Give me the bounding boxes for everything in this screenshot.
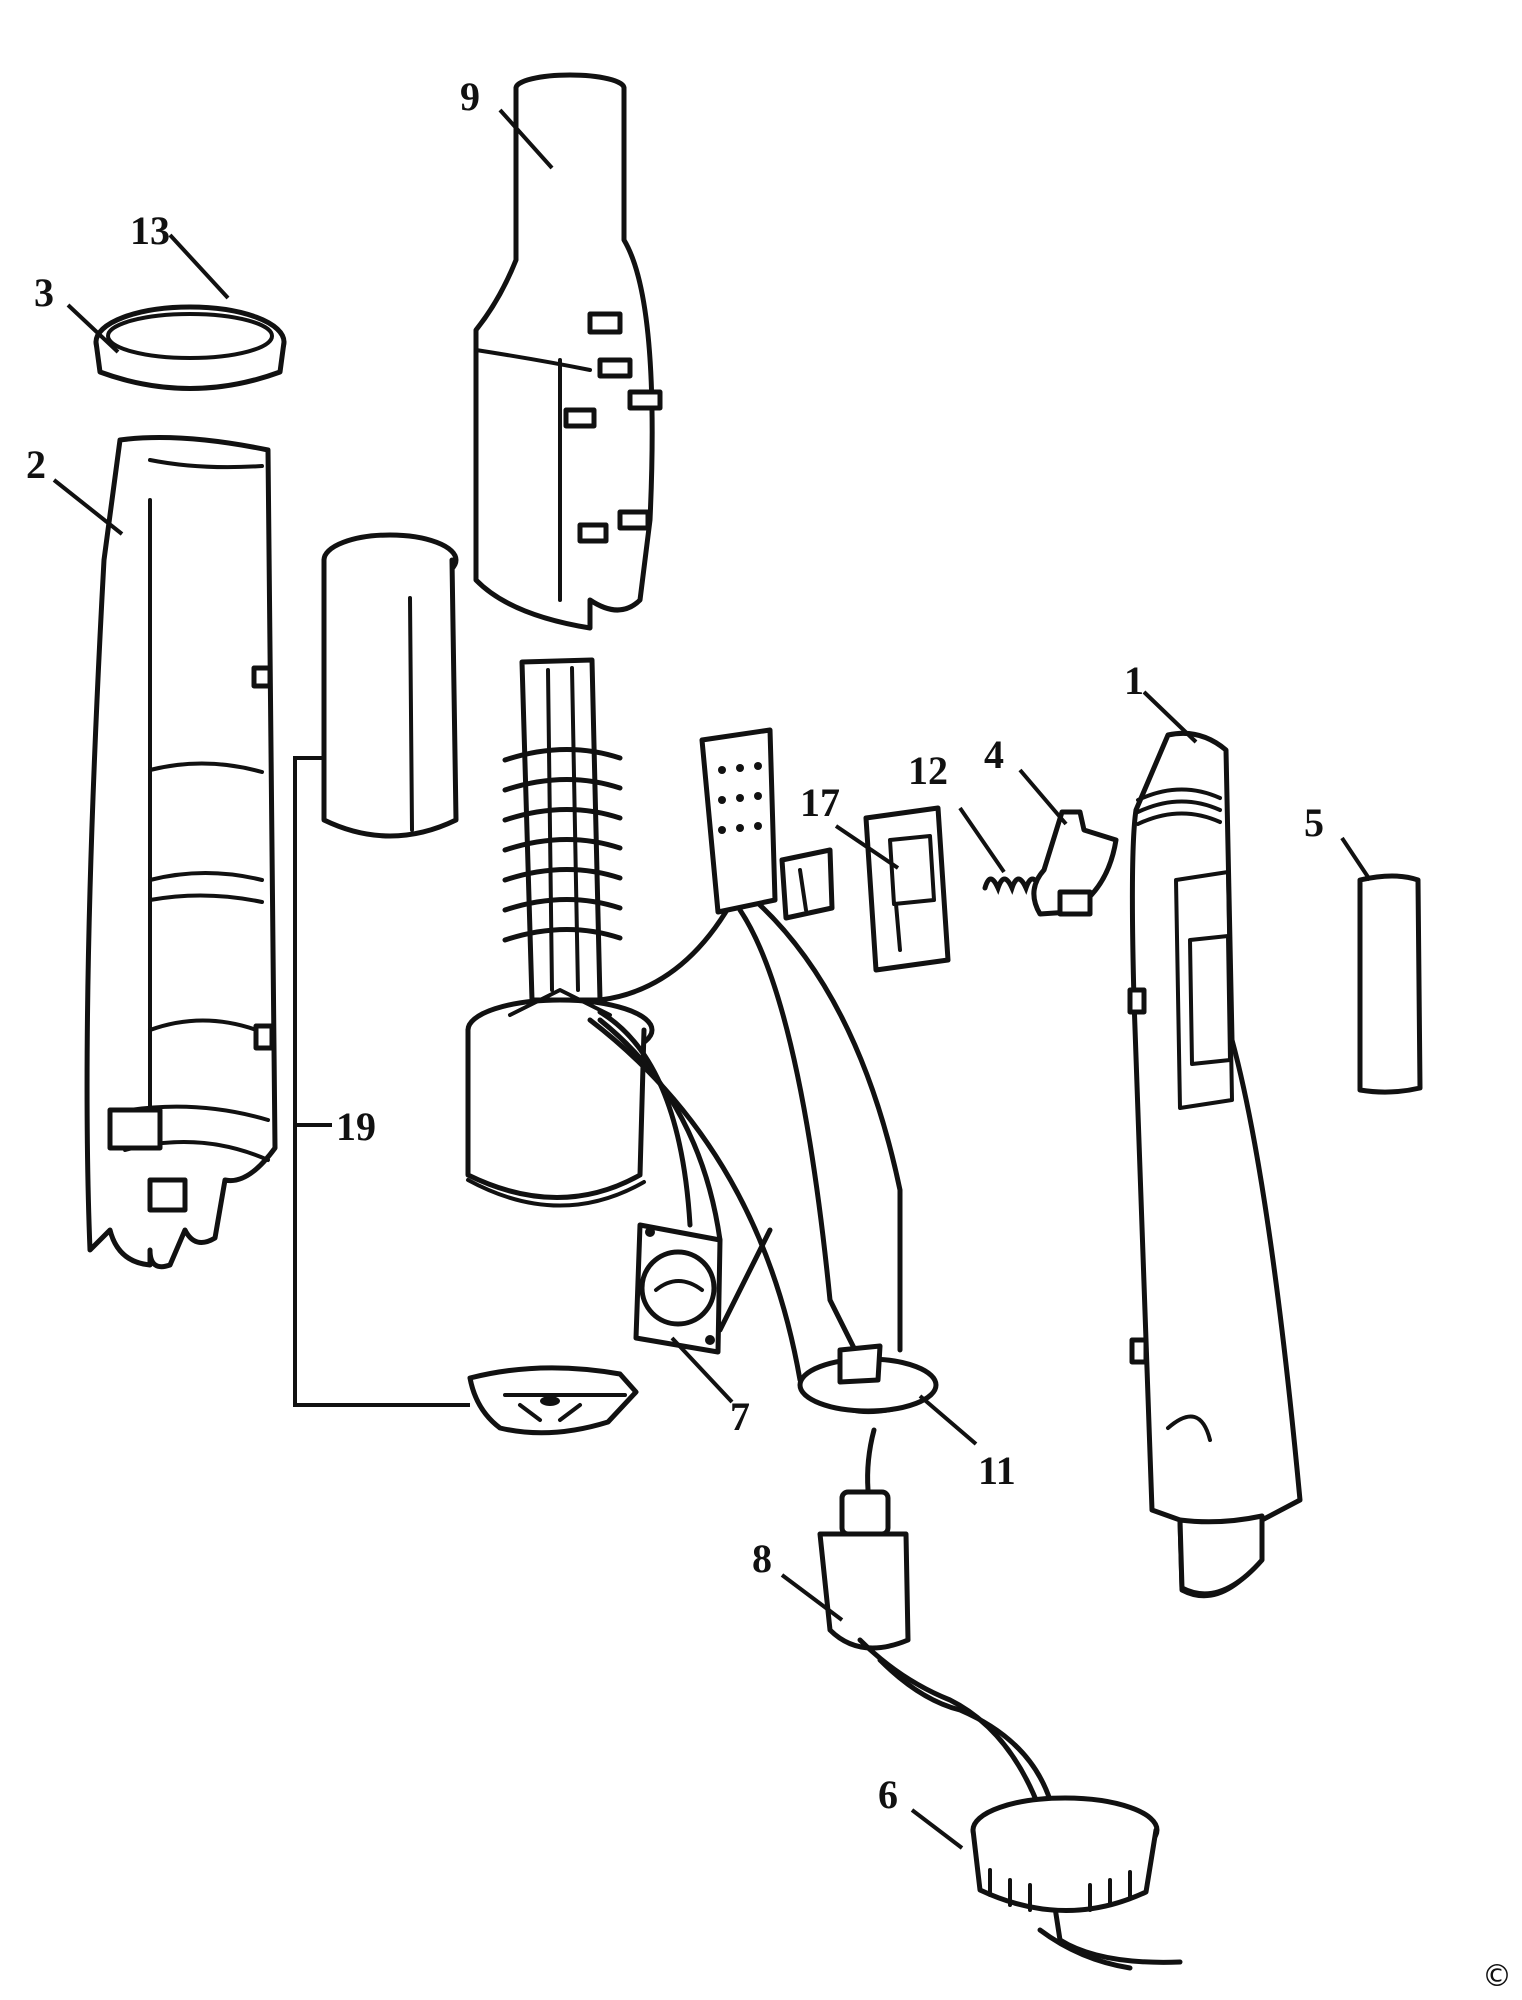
- callout-11: 11: [978, 1448, 1016, 1493]
- switch-plate: [863, 805, 951, 973]
- motor-housing: [465, 988, 655, 1208]
- switch-spring: [982, 876, 1043, 895]
- callout-9: 9: [460, 74, 480, 119]
- heating-element-shroud: [321, 532, 459, 839]
- thermostat-switch: [633, 1222, 723, 1355]
- copyright-symbol: ©: [1482, 1959, 1512, 1994]
- callout-17: 17: [800, 780, 840, 825]
- callout-6: 6: [878, 1772, 898, 1817]
- air-nozzle: [473, 72, 663, 631]
- grip-cover: [1357, 873, 1423, 1095]
- outer-housing-right: [1127, 730, 1303, 1599]
- nozzle-ring: [93, 304, 287, 391]
- fan-impeller: [467, 1365, 639, 1436]
- callout-19: 19: [336, 1104, 376, 1149]
- switch-cover: [797, 1343, 939, 1415]
- callout-13: 13: [130, 208, 170, 253]
- callout-bracket-19: [293, 756, 470, 1407]
- callout-4: 4: [984, 732, 1004, 777]
- switch-circuit-board: [699, 727, 778, 915]
- callout-leaders: [52, 108, 1372, 1850]
- callout-8: 8: [752, 1536, 772, 1581]
- callout-12: 12: [908, 748, 948, 793]
- callout-7: 7: [730, 1394, 750, 1439]
- callout-1: 1: [1124, 658, 1144, 703]
- callout-2: 2: [26, 442, 46, 487]
- switch-slider: [779, 847, 835, 921]
- heating-element-coil: [502, 657, 623, 1003]
- outer-housing-left: [84, 435, 278, 1270]
- slide-switch-knob: [1031, 809, 1119, 917]
- internal-wiring: [587, 902, 903, 1383]
- callout-5: 5: [1304, 800, 1324, 845]
- cord-strain-relief: [970, 1795, 1160, 1913]
- callout-3: 3: [34, 270, 54, 315]
